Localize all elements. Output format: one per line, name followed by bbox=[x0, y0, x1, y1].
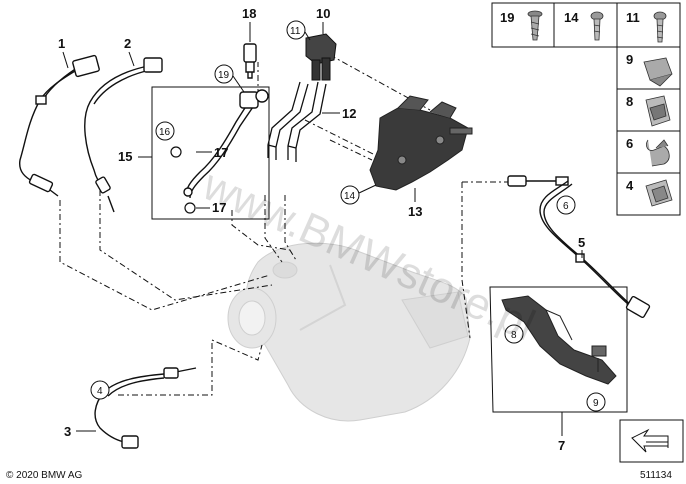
callout-6: 6 bbox=[563, 201, 569, 212]
callout-19: 19 bbox=[218, 70, 230, 81]
callout-13: 13 bbox=[408, 204, 422, 219]
diagram-number: 511134 bbox=[640, 470, 672, 481]
o-ring-16[interactable] bbox=[170, 146, 182, 158]
panel-label-11: 11 bbox=[626, 10, 640, 25]
callout-17b: 17 bbox=[212, 200, 226, 215]
pressure-sensor-18[interactable] bbox=[243, 43, 257, 79]
callout-16: 16 bbox=[159, 127, 171, 138]
callout-15: 15 bbox=[118, 149, 132, 164]
callout-4: 4 bbox=[97, 386, 103, 397]
callout-3: 3 bbox=[64, 424, 71, 439]
pressure-pipe-15[interactable] bbox=[183, 89, 269, 199]
callout-18: 18 bbox=[242, 6, 256, 21]
leader-lines bbox=[59, 54, 508, 396]
clip-9-icon[interactable] bbox=[643, 57, 673, 87]
clip-4-icon[interactable] bbox=[645, 179, 673, 207]
parts-panel bbox=[491, 2, 681, 216]
oxygen-sensor-5[interactable] bbox=[507, 175, 651, 319]
callout-1: 1 bbox=[58, 36, 65, 51]
panel-label-19: 19 bbox=[500, 10, 514, 25]
callout-8: 8 bbox=[511, 330, 517, 341]
copyright: © 2020 BMW AG bbox=[6, 470, 83, 481]
panel-label-9: 9 bbox=[626, 52, 633, 67]
screw-19-icon[interactable] bbox=[527, 10, 543, 41]
oxygen-sensor-2[interactable] bbox=[84, 57, 163, 213]
callout-12: 12 bbox=[342, 106, 356, 121]
panel-label-14: 14 bbox=[564, 10, 579, 25]
bracket-13[interactable] bbox=[369, 95, 473, 191]
clip-6-icon[interactable] bbox=[646, 139, 670, 167]
pressure-converter-10[interactable] bbox=[305, 33, 337, 81]
group-box-15 bbox=[151, 86, 270, 220]
callout-2: 2 bbox=[124, 36, 131, 51]
panel-label-4: 4 bbox=[626, 178, 634, 193]
oxygen-sensor-3[interactable] bbox=[94, 367, 197, 449]
callout-9: 9 bbox=[593, 398, 599, 409]
callout-11: 11 bbox=[290, 26, 301, 37]
screw-11-icon[interactable] bbox=[653, 11, 667, 43]
hose-12[interactable] bbox=[267, 81, 327, 162]
o-ring-17[interactable] bbox=[184, 202, 196, 214]
screw-14-icon[interactable] bbox=[590, 11, 604, 41]
callout-14: 14 bbox=[344, 191, 356, 202]
panel-label-6: 6 bbox=[626, 136, 633, 151]
bracket-7[interactable] bbox=[501, 295, 617, 385]
callout-17a: 17 bbox=[214, 145, 228, 160]
callout-5: 5 bbox=[578, 235, 585, 250]
oxygen-sensor-1[interactable] bbox=[19, 54, 100, 197]
group-box-7 bbox=[489, 286, 628, 413]
callout-7: 7 bbox=[558, 438, 565, 453]
panel-label-8: 8 bbox=[626, 94, 633, 109]
clip-8-icon[interactable] bbox=[645, 95, 671, 127]
orientation-arrow bbox=[619, 419, 684, 463]
callout-10: 10 bbox=[316, 6, 330, 21]
